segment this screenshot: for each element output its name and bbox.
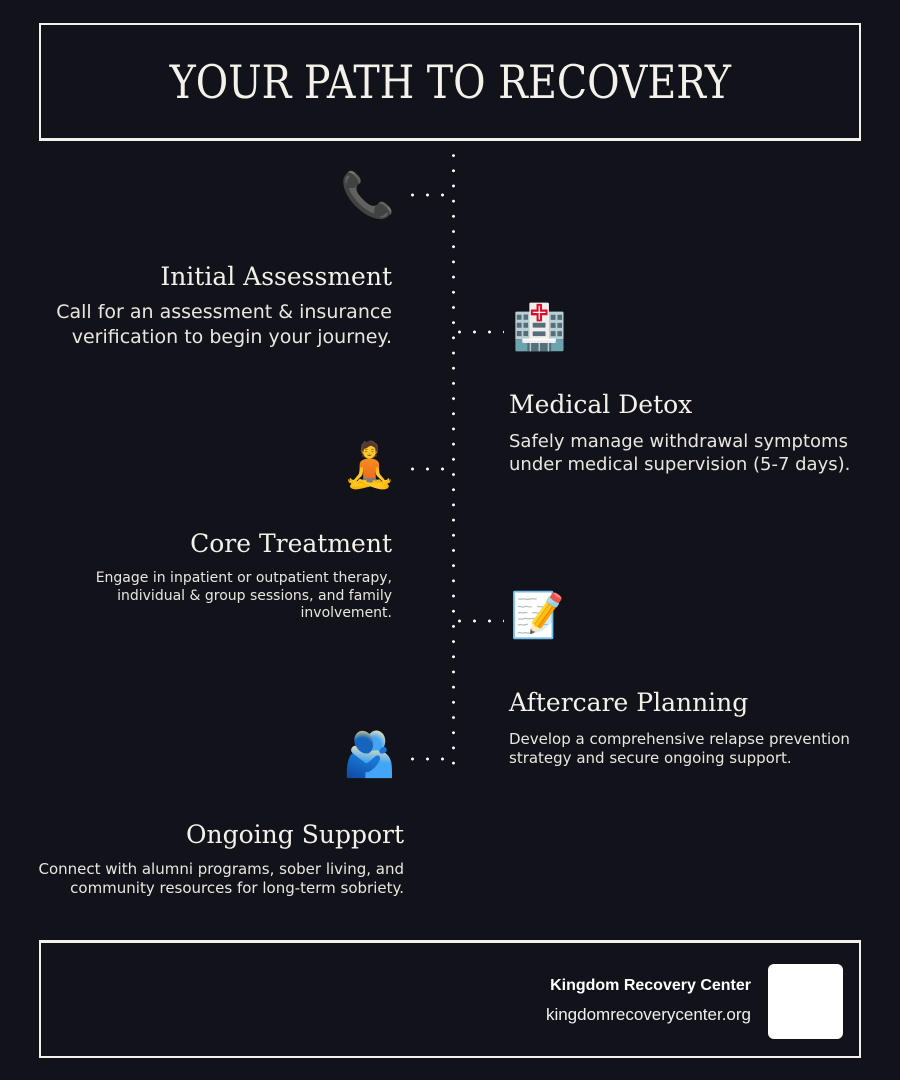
footer-banner: Kingdom Recovery Center kingdomrecoveryc…: [39, 940, 861, 1058]
connector-step-5: [405, 757, 455, 761]
step-desc-medical-detox: Safely manage withdrawal symptoms under …: [509, 431, 851, 476]
organization-logo-placeholder: [768, 964, 843, 1039]
step-title-core-treatment: Core Treatment: [190, 529, 392, 558]
page-title: YOUR PATH TO RECOVERY: [169, 54, 731, 109]
step-desc-core-treatment: Engage in inpatient or outpatient therap…: [95, 570, 392, 621]
step-title-ongoing-support: Ongoing Support: [186, 820, 404, 849]
step-title-aftercare-planning: Aftercare Planning: [509, 688, 749, 717]
step-desc-initial-assessment: Call for an assessment & insurance verif…: [56, 301, 392, 348]
header-banner: YOUR PATH TO RECOVERY: [39, 23, 861, 141]
organization-website-link[interactable]: kingdomrecoverycenter.org: [545, 1005, 751, 1024]
memo-icon: 📝: [510, 590, 565, 641]
step-desc-ongoing-support: Connect with alumni programs, sober livi…: [38, 860, 404, 897]
telephone-receiver-icon: 📞: [340, 170, 395, 221]
hospital-icon: 🏥: [512, 302, 567, 353]
timeline-dotted-line: [452, 148, 455, 768]
connector-step-1: [405, 193, 455, 197]
step-desc-aftercare-planning: Develop a comprehensive relapse preventi…: [509, 730, 850, 767]
connector-step-4: [452, 619, 504, 623]
connector-step-3: [405, 467, 455, 471]
step-title-initial-assessment: Initial Assessment: [160, 262, 392, 291]
step-title-medical-detox: Medical Detox: [509, 390, 693, 419]
organization-name: Kingdom Recovery Center: [550, 977, 751, 994]
people-hugging-icon: 🫂: [342, 729, 397, 780]
connector-step-2: [452, 330, 504, 334]
person-in-lotus-position-icon: 🧘: [342, 440, 397, 491]
